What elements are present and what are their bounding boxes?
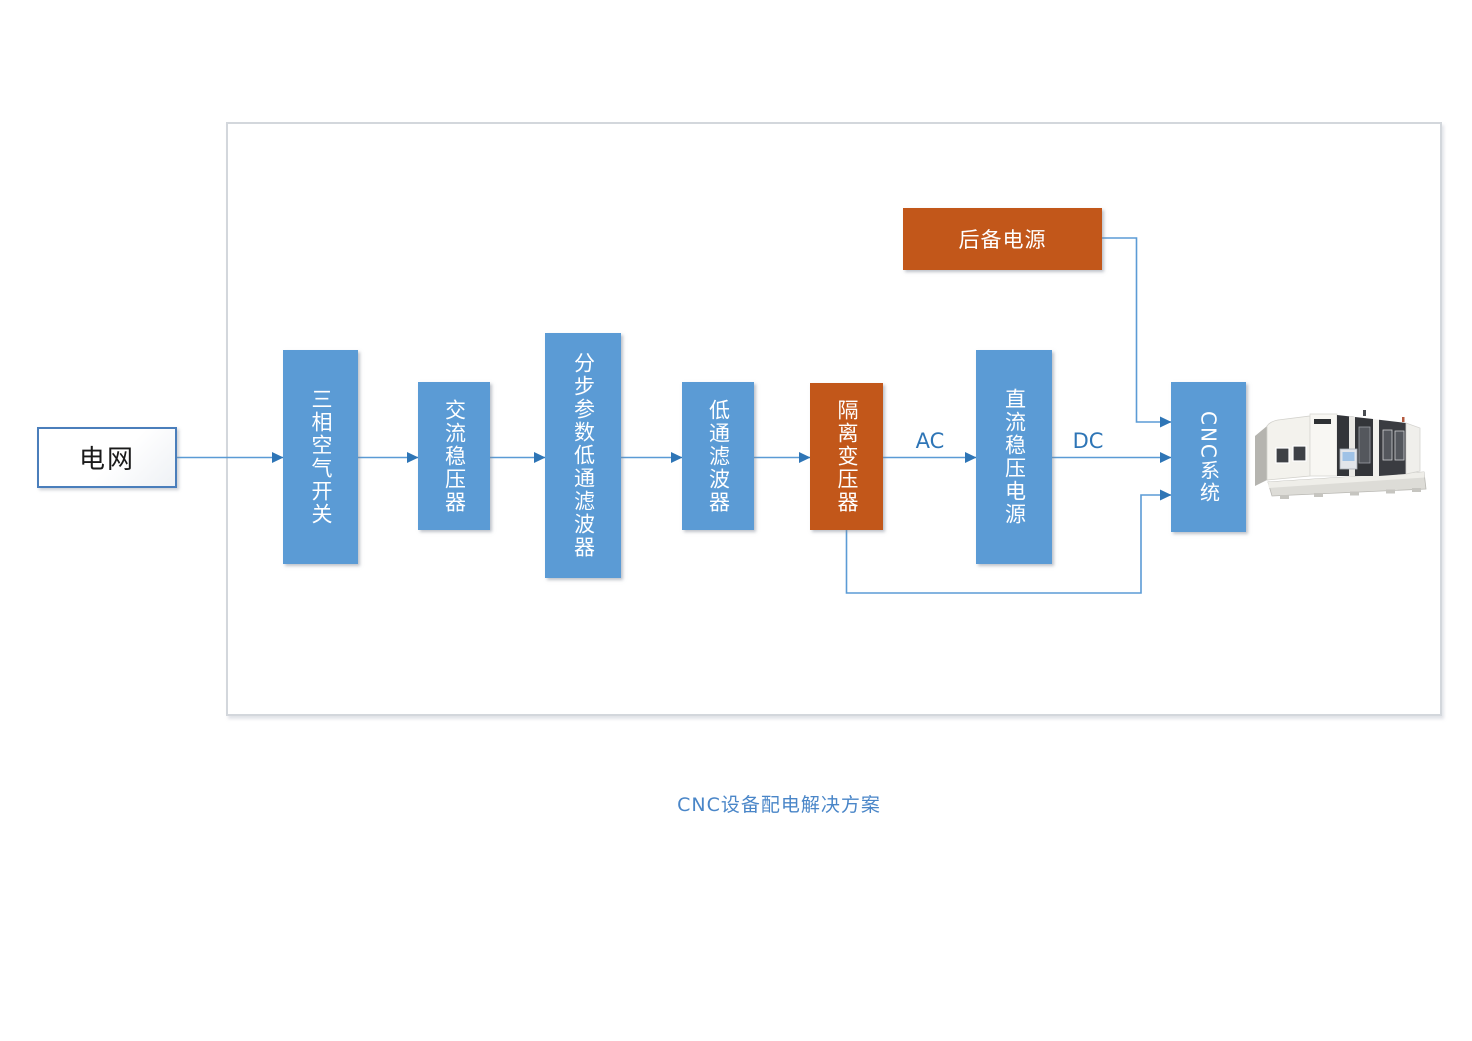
node-power-grid[interactable]: 电网 [37, 427, 177, 488]
node-cnc-system[interactable]: CNC系统 [1171, 382, 1246, 532]
node-ac-stabilizer[interactable]: 交流稳压器 [418, 382, 490, 530]
node-distributed-filter[interactable]: 分步参数低通滤波器 [545, 333, 621, 578]
node-ac-stabilizer-label: 交流稳压器 [442, 398, 467, 514]
node-dc-power-label: 直流稳压电源 [1002, 388, 1027, 526]
node-distributed-filter-label: 分步参数低通滤波器 [571, 352, 596, 559]
cnc-machine-photo [1255, 410, 1427, 499]
node-isolation-transformer[interactable]: 隔离变压器 [810, 383, 883, 530]
node-air-switch[interactable]: 三相空气开关 [283, 350, 358, 564]
node-power-grid-label: 电网 [78, 445, 135, 475]
node-dc-power[interactable]: 直流稳压电源 [976, 350, 1052, 564]
edge-label-dc: DC [1072, 429, 1104, 453]
node-cnc-system-label: CNC系统 [1196, 410, 1221, 504]
node-backup-power[interactable]: 后备电源 [903, 208, 1102, 270]
node-air-switch-label: 三相空气开关 [309, 388, 333, 526]
node-lowpass-filter-label: 低通滤波器 [706, 398, 731, 514]
node-backup-power-label: 后备电源 [958, 228, 1047, 252]
edge-label-ac: AC [915, 429, 945, 453]
node-lowpass-filter[interactable]: 低通滤波器 [682, 382, 754, 530]
diagram-title: CNC设备配电解决方案 [677, 794, 881, 816]
node-isolation-transformer-label: 隔离变压器 [835, 399, 859, 514]
